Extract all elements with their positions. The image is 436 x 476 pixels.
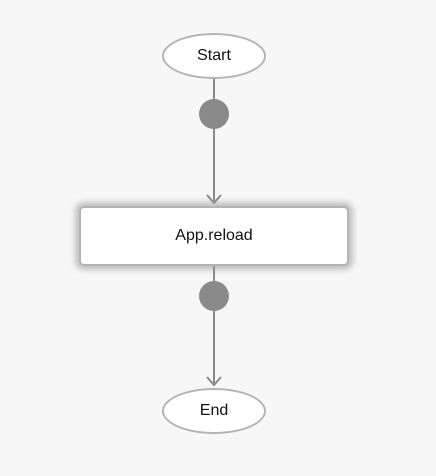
arrowhead-end xyxy=(206,376,222,387)
edge-dot-start-action[interactable] xyxy=(199,99,229,129)
arrowhead-action xyxy=(206,194,222,205)
end-node[interactable]: End xyxy=(162,388,266,434)
edge-dot-action-end[interactable] xyxy=(199,281,229,311)
start-node-label: Start xyxy=(197,47,231,64)
end-node-label: End xyxy=(199,402,229,419)
start-node[interactable]: Start xyxy=(162,33,266,79)
action-node-app-reload[interactable]: App.reload xyxy=(79,206,349,266)
action-node-label: App.reload xyxy=(175,227,253,244)
